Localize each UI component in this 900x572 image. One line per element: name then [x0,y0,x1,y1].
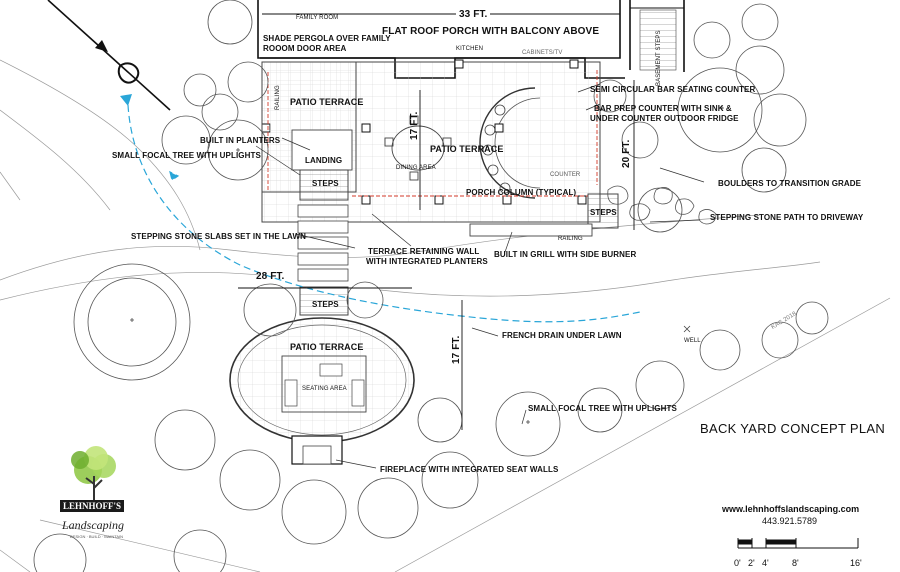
bar-stools [482,104,511,194]
north-arrow [47,0,171,111]
retaining-wall-label-1: TERRACE RETAINING WALL [368,247,480,256]
landing [291,129,353,171]
dining-table [384,115,452,181]
retaining-wall-label-2: WITH INTEGRATED PLANTERS [366,257,488,266]
basement-stairs [639,9,677,71]
bar-prep-counter-label-2: UNDER COUNTER OUTDOOR FRIDGE [590,114,739,123]
website-text: www.lehnhoffslandscaping.com [722,504,860,514]
shade-pergola-label: SHADE PERGOLA OVER FAMILY ROOOM DOOR ARE… [263,34,391,53]
scale-tick-2: 2' [748,558,755,568]
boulders-label: BOULDERS TO TRANSITION GRADE [718,179,862,188]
steps-upper-label: STEPS [312,179,339,188]
tree-centers [130,106,724,424]
leader-lines [255,83,705,469]
counter-label: COUNTER [550,172,581,178]
right-steps [587,193,619,229]
steps-lower-label: STEPS [312,300,339,309]
circular-patio [229,317,415,465]
built-in-planters-label: BUILT IN PLANTERS [200,136,281,145]
scale-tick-8: 8' [792,558,799,568]
french-drain-label: FRENCH DRAIN UNDER LAWN [502,331,622,340]
dim-side-depth: 20 FT. [621,139,632,168]
stepping-slabs [297,204,349,282]
plantings [33,0,829,572]
flat-roof-porch-label: FLAT ROOF PORCH WITH BALCONY ABOVE [382,26,600,37]
family-room-label: FAMILY ROOM [296,15,339,21]
upper-steps [299,169,349,201]
logo-script: Landscaping [62,518,125,532]
railing-right-label: RAILING [558,236,583,242]
stepping-stone-path-label: STEPPING STONE PATH TO DRIVEWAY [710,213,864,222]
boulders [607,185,717,225]
patio-terrace-lower-label: PATIO TERRACE [290,342,364,352]
basement-steps-label: BASEMENT STEPS [656,30,662,86]
fireplace-label: FIREPLACE WITH INTEGRATED SEAT WALLS [380,465,559,474]
french-drain [127,104,641,323]
patio-terrace-upper-label: PATIO TERRACE [290,97,364,107]
dim-terrace-depth: 17 FT. [451,335,462,364]
logo-tagline: DESIGN · BUILD · MAINTAIN [70,534,124,539]
patio-terrace-main-label: PATIO TERRACE [430,144,504,154]
dining-area-label: DINING AREA [396,165,436,171]
seating-area-label: SEATING AREA [302,386,347,392]
kitchen-label: KITCHEN [456,46,484,52]
well-label: WELL [684,338,701,344]
bar-counter [479,87,536,199]
dim-porch-width: 33 FT. [456,10,491,20]
grading-lines [0,59,891,572]
semi-circular-bar-label: SEMI CIRCULAR BAR SEATING COUNTER [590,85,756,94]
scale-tick-0: 0' [734,558,741,568]
small-focal-tree-label: SMALL FOCAL TREE WITH UPLIGHTS [112,151,261,160]
cabinets-tv-label: CABINETS/TV [522,50,563,56]
stepping-stone-slabs-label: STEPPING STONE SLABS SET IN THE LAWN [131,232,307,241]
lower-steps [299,286,349,316]
scale-tick-4: 4' [762,558,769,568]
drain-arrow-icon [120,94,132,106]
small-focal-tree-label-2: SMALL FOCAL TREE WITH UPLIGHTS [528,404,677,413]
dimension-lines [238,13,635,430]
dim-terrace-width: 28 FT. [256,271,285,282]
logo-tree-icon [71,446,116,500]
dim-porch-depth: 17 FT. [409,111,420,140]
railing-left-label: RAILING [275,85,281,110]
plan-title: BACK YARD CONCEPT PLAN [700,421,886,436]
scale-tick-16: 16' [850,558,862,568]
scale-bar [737,538,859,549]
landing-label: LANDING [305,156,343,165]
steps-right-label: STEPS [590,208,617,217]
phone-text: 443.921.5789 [762,516,818,526]
grill-counter [469,223,593,237]
built-in-grill-label: BUILT IN GRILL WITH SIDE BURNER [494,250,637,259]
bar-prep-counter-label-1: BAR PREP COUNTER WITH SINK & [594,104,732,113]
porch-column-label: PORCH COLUMN (TYPICAL) [466,188,577,197]
logo-name: LEHNHOFF'S [60,500,125,512]
